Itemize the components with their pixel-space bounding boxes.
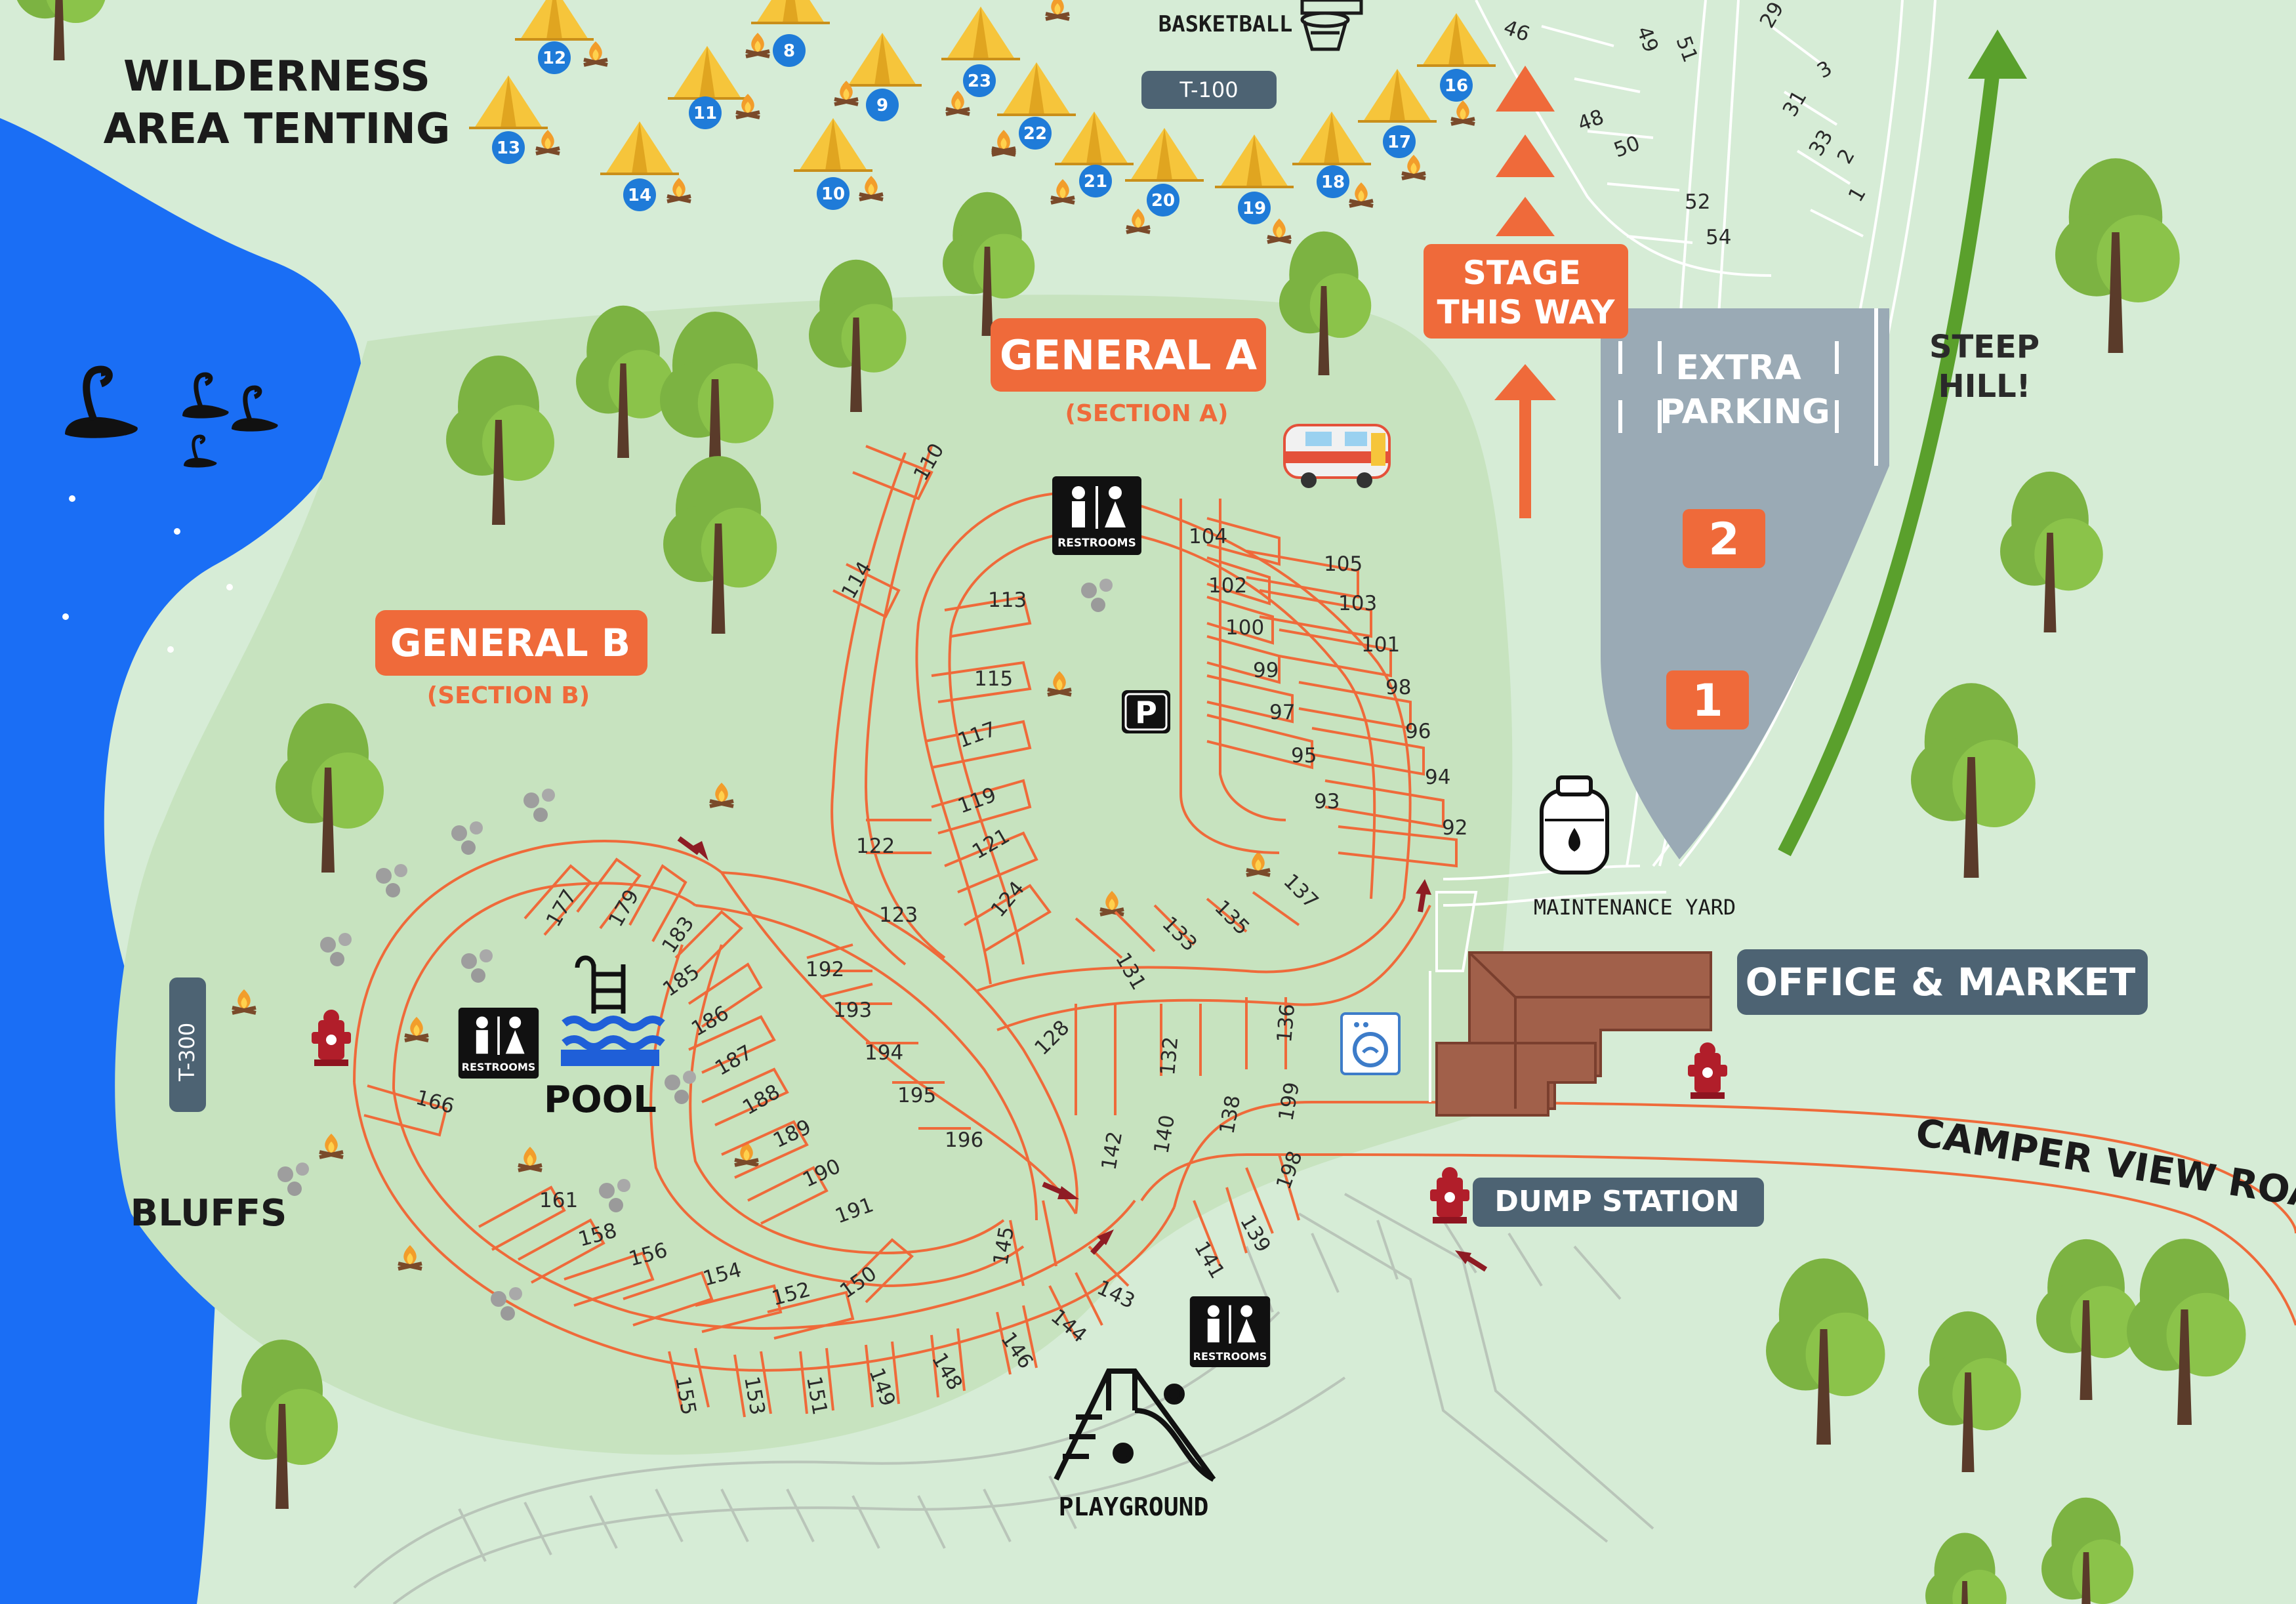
trail-t100-label: T-100 [1179,77,1238,102]
site-192: 195 [897,1084,936,1107]
site-113: 113 [988,588,1027,612]
basketball-hoop-icon [1300,0,1363,51]
tent-site-10: 10 [821,184,845,204]
site-194: 196 [945,1128,983,1152]
restrooms-label-c: RESTROOMS [1193,1350,1267,1363]
basketball-label: BASKETBALL [1158,11,1293,37]
site-122: 122 [856,834,895,858]
tent-site-19: 19 [1242,199,1266,218]
camper-view-road [1357,1101,2296,1234]
site-101: 101 [1361,633,1400,657]
lake [0,118,362,1604]
site-99: 99 [1253,659,1279,682]
tent-site-14: 14 [628,186,651,205]
pool-icon [561,955,665,1066]
trail-t300-badge [169,977,206,1112]
stage-sign-line1: STAGE [1463,254,1581,292]
site-186: 192 [806,958,844,981]
playground-label: PLAYGROUND [1059,1492,1209,1521]
office-market-badge [1737,949,2148,1015]
general-b-badge [375,610,647,676]
general-a-label: GENERAL A [1000,331,1257,379]
lot-2-badge [1683,509,1765,568]
site-190: 194 [865,1041,903,1065]
site-54: 54 [1706,226,1731,249]
site-188: 193 [833,998,872,1022]
steep-hill-arrow: STEEP HILL! [1778,30,2040,857]
site-92: 92 [1442,816,1467,840]
site-94: 94 [1425,766,1450,789]
campground-area [115,295,1513,1455]
tent-site-16: 16 [1445,76,1468,96]
tent-site-18: 18 [1321,173,1345,192]
general-b-site-spurs [363,857,1300,1418]
propane-tank-icon [1540,775,1609,874]
tent-site-21: 21 [1084,172,1107,192]
bluffs-label: BLUFFS [131,1192,287,1235]
svg-text:P: P [1135,695,1157,730]
camper-rv-icon [1283,424,1391,488]
direction-arrow-icon [677,836,1488,1272]
pool-label: POOL [544,1079,657,1121]
maintenance-yard-label: MAINTENANCE YARD [1534,895,1736,920]
site-97: 97 [1269,701,1295,724]
parking-icon: P [1122,690,1170,733]
tent-site-23: 23 [968,72,991,91]
site-105: 105 [1324,552,1363,576]
stage-direction: STAGE THIS WAY [1424,66,1628,518]
site-95: 95 [1291,744,1317,768]
wilderness-label-line2: AREA TENTING [104,105,451,154]
trail-t300-label: T-300 [174,1023,199,1082]
stage-sign [1424,244,1628,339]
site-136: 136 [1273,1003,1300,1044]
site-52: 52 [1685,190,1710,214]
extra-parking-lot: EXTRA PARKING 2 1 [1601,308,1889,859]
site-115: 115 [974,667,1013,691]
site-132: 132 [1156,1036,1183,1077]
site-161: 161 [539,1189,578,1212]
office-building [1435,951,1712,1117]
wilderness-tent-sites: 12 8 11 9 23 13 14 10 22 21 20 19 18 17 … [468,0,1497,224]
lot-1-badge [1666,670,1749,730]
wilderness-label-line1: WILDERNESS [123,52,430,101]
general-a-badge [991,318,1266,392]
site-100: 100 [1225,616,1264,640]
site-123: 123 [879,903,918,927]
extra-parking-label-line2: PARKING [1660,392,1830,432]
restrooms-label-a: RESTROOMS [1057,537,1136,550]
tent-site-13: 13 [497,138,520,158]
general-a-site-spurs [832,445,1458,1115]
site-96: 96 [1405,720,1431,743]
steep-hill-label-line2: HILL! [1938,368,2030,405]
playground-icon [1054,1368,1216,1482]
site-93: 93 [1314,790,1340,813]
stage-sign-line2: THIS WAY [1437,293,1616,331]
dump-station-label: DUMP STATION [1494,1185,1739,1218]
tent-site-8: 8 [783,41,795,61]
tent-site-12: 12 [543,49,566,68]
site-103: 103 [1338,592,1377,615]
dump-station-badge [1473,1178,1764,1227]
tent-site-20: 20 [1151,191,1175,211]
lot-2-number: 2 [1708,514,1739,566]
extra-parking-label-line1: EXTRA [1675,348,1801,388]
site-104: 104 [1189,525,1227,548]
site-102: 102 [1208,574,1247,598]
tent-site-11: 11 [693,104,717,123]
tent-site-22: 22 [1023,124,1047,144]
lot-1-number: 1 [1692,675,1723,727]
restrooms-label-b: RESTROOMS [462,1061,536,1073]
section-a-label: (SECTION A) [1065,400,1229,427]
laundry-icon [1340,1012,1401,1075]
section-b-label: (SECTION B) [427,682,590,709]
office-market-label: OFFICE & MARKET [1746,960,2136,1004]
general-b-label: GENERAL B [390,621,630,665]
steep-hill-label-line1: STEEP [1929,329,2040,365]
trail-t100-badge [1141,71,1277,109]
site-98: 98 [1385,676,1411,699]
tent-site-9: 9 [876,96,888,115]
tent-site-17: 17 [1387,133,1411,152]
